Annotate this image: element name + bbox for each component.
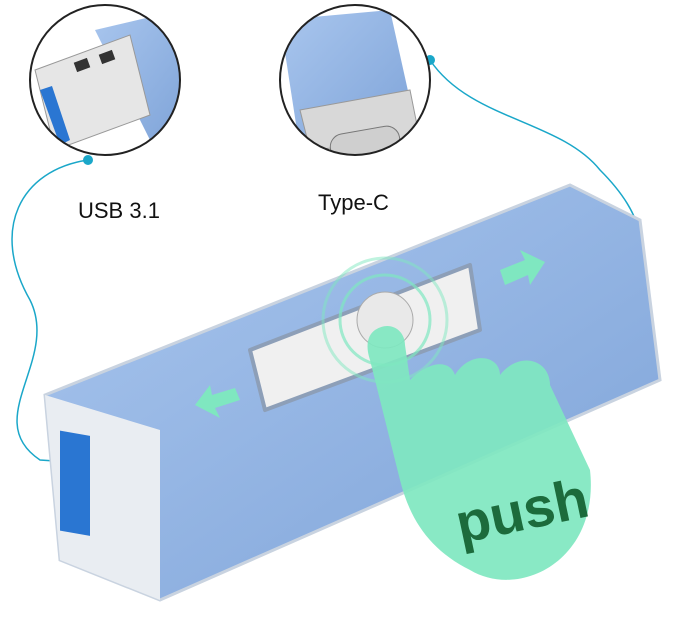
usb-label: USB 3.1 — [78, 198, 160, 223]
type-c-label: Type-C — [318, 190, 389, 215]
usb-a-detail-circle — [30, 5, 180, 155]
double-arrow-right-icon — [500, 250, 545, 285]
usb-drive-body — [43, 183, 662, 602]
pointing-hand-icon — [367, 325, 591, 580]
type-c-detail-circle — [280, 5, 430, 155]
double-arrow-left-icon — [195, 385, 240, 418]
connector-line-left — [11, 159, 89, 463]
